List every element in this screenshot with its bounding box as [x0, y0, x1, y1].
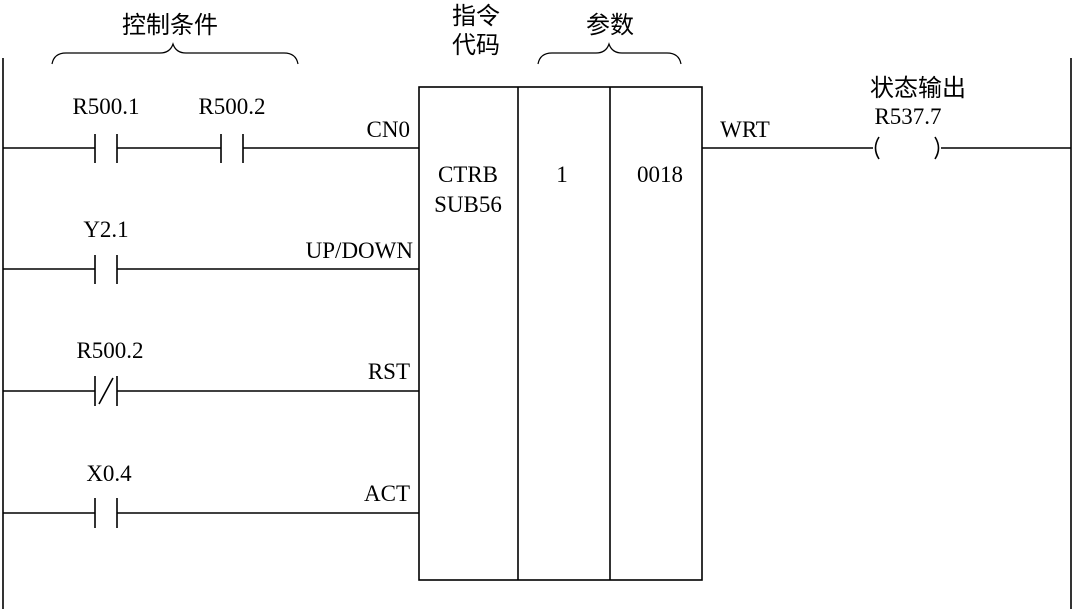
rung-rst — [3, 376, 419, 406]
rung-cn0 — [3, 134, 419, 163]
status-output-heading: 状态输出 — [870, 74, 966, 102]
rung-output — [702, 136, 1071, 160]
function-block-param-1: 1 — [556, 162, 568, 187]
instruction-code-heading-line2: 代码 — [452, 31, 500, 59]
contact-r500-2-nc-slash — [98, 377, 114, 405]
function-block-param-2: 0018 — [637, 162, 683, 187]
parameters-brace — [537, 42, 682, 65]
control-conditions-heading: 控制条件 — [122, 11, 218, 39]
contact-r500-2-label: R500.2 — [198, 94, 265, 119]
coil-address-label: R537.7 — [874, 104, 941, 129]
contact-r500-1-label: R500.1 — [72, 94, 139, 119]
control-conditions-brace — [51, 42, 299, 65]
parameters-heading: 参数 — [586, 11, 634, 39]
input-cn0-label: CN0 — [367, 117, 410, 142]
input-up-down-label: UP/DOWN — [306, 238, 414, 263]
coil-left-arc — [874, 136, 880, 160]
output-wrt-label: WRT — [720, 117, 770, 142]
coil-right-arc — [934, 136, 940, 160]
function-block-name-line2: SUB56 — [434, 192, 502, 217]
contact-y2-1-label: Y2.1 — [83, 217, 128, 242]
function-block-name-line1: CTRB — [438, 162, 498, 187]
instruction-code-heading-line1: 指令 — [452, 2, 500, 30]
function-block — [418, 86, 703, 581]
input-rst-label: RST — [368, 359, 410, 384]
contact-r500-2-nc-label: R500.2 — [76, 338, 143, 363]
rung-act — [3, 498, 419, 528]
input-act-label: ACT — [364, 481, 410, 506]
contact-x0-4-label: X0.4 — [86, 461, 132, 486]
rung-up-down — [3, 255, 419, 284]
